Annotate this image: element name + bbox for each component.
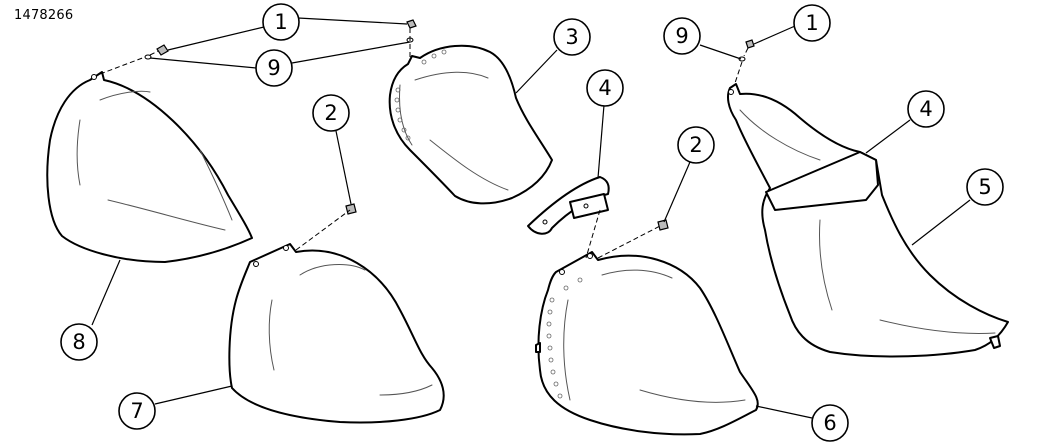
svg-text:3: 3 xyxy=(565,25,578,49)
diagram-id: 1478266 xyxy=(14,8,74,23)
svg-text:7: 7 xyxy=(130,399,143,423)
assembly-lines xyxy=(99,28,749,259)
callout-2-right: 2 xyxy=(677,126,715,164)
callout-1-left: 1 xyxy=(262,3,300,41)
part-4-seat-strap xyxy=(527,176,610,235)
part-5-two-up-seat xyxy=(727,83,1009,358)
callout-8: 8 xyxy=(60,323,98,361)
callout-3: 3 xyxy=(553,18,591,56)
svg-text:1: 1 xyxy=(805,11,818,35)
stitch-dots xyxy=(394,49,447,141)
part-7-solo-seat xyxy=(228,243,445,424)
svg-text:2: 2 xyxy=(689,133,702,157)
svg-text:9: 9 xyxy=(267,56,280,80)
part-3-passenger-pillion xyxy=(388,44,553,205)
svg-text:9: 9 xyxy=(675,24,688,48)
svg-text:6: 6 xyxy=(823,411,836,435)
callout-9-left-a: 9 xyxy=(255,49,293,87)
svg-text:2: 2 xyxy=(324,101,337,125)
part-8-rear-pillion xyxy=(46,71,253,263)
callout-4-right: 4 xyxy=(907,90,945,128)
callout-2-left: 2 xyxy=(312,94,350,132)
svg-text:4: 4 xyxy=(598,76,611,100)
svg-text:4: 4 xyxy=(919,97,932,121)
svg-text:5: 5 xyxy=(978,175,991,199)
callout-7: 7 xyxy=(118,392,156,430)
stitch-dots xyxy=(546,277,583,399)
leader-lines xyxy=(91,17,971,419)
callout-6: 6 xyxy=(811,404,849,442)
callout-4-middle: 4 xyxy=(586,69,624,107)
part-6-studded-seat xyxy=(535,251,759,436)
callout-9-right: 9 xyxy=(663,17,701,55)
svg-text:1: 1 xyxy=(274,10,287,34)
callouts: 1 9 3 4 9 1 4 xyxy=(60,3,1004,442)
callout-5: 5 xyxy=(966,168,1004,206)
svg-text:8: 8 xyxy=(72,330,85,354)
callout-1-right: 1 xyxy=(793,4,831,42)
